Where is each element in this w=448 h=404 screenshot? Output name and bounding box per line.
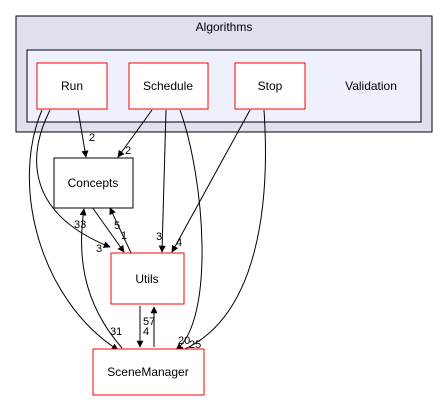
cluster-algorithms-label: Algorithms	[196, 20, 253, 34]
edge-label-concepts-utils: 1	[121, 230, 127, 242]
node-schedule[interactable]: Schedule	[128, 62, 209, 110]
node-stop-label: Stop	[258, 79, 283, 93]
edge-schedule-scenemanager	[175, 109, 203, 351]
node-scenemanager[interactable]: SceneManager	[92, 348, 205, 396]
edge-schedule-concepts	[117, 109, 153, 158]
edge-run-utils	[36, 109, 111, 248]
node-concepts-label: Concepts	[68, 176, 119, 190]
edge-label-run-scenemanager: 31	[110, 326, 122, 338]
node-utils[interactable]: Utils	[110, 252, 185, 305]
edge-label-utils-scenemanager-b: 4	[143, 326, 149, 338]
edge-label-schedule-concepts: 2	[125, 145, 131, 157]
edge-label-run-concepts: 2	[89, 132, 95, 144]
edge-label-utils-scenemanager-a: 57	[143, 316, 155, 328]
node-concepts[interactable]: Concepts	[53, 157, 134, 209]
edge-label-concepts-scenemanager: 33	[74, 219, 86, 231]
node-scenemanager-label: SceneManager	[107, 365, 188, 379]
edges	[28, 109, 266, 353]
cluster-validation-label: Validation	[345, 79, 397, 93]
edge-schedule-utils	[158, 109, 167, 253]
node-stop[interactable]: Stop	[234, 62, 306, 110]
edge-stop-utils	[171, 109, 251, 253]
edge-label-schedule-utils: 3	[156, 231, 162, 243]
edge-label-schedule-scenemanager: 20	[178, 335, 190, 347]
edge-labels: 2 2 33 5 1 3 4 3 31 57 4 20 25	[74, 132, 201, 351]
edge-label-scenemanager-utils: 3	[96, 243, 102, 255]
edge-scenemanager-concepts	[79, 208, 123, 349]
edge-run-scenemanager	[28, 109, 119, 351]
edge-label-stop-scenemanager: 25	[189, 339, 201, 351]
node-utils-label: Utils	[135, 272, 158, 286]
node-schedule-label: Schedule	[143, 79, 193, 93]
edge-utils-concepts	[109, 207, 133, 256]
edge-label-utils-concepts: 5	[114, 220, 120, 232]
edge-stop-scenemanager	[177, 109, 266, 353]
edge-run-concepts	[77, 109, 89, 158]
edge-label-stop-utils: 4	[176, 237, 182, 249]
node-run[interactable]: Run	[36, 62, 108, 110]
node-run-label: Run	[61, 79, 83, 93]
edge-concepts-utils	[91, 206, 125, 253]
